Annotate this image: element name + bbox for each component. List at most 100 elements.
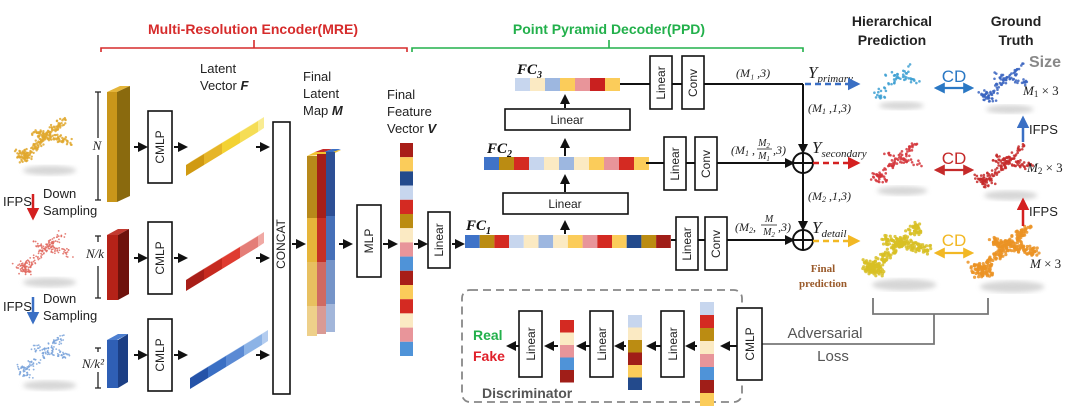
latent-segment-top — [186, 150, 210, 165]
final-feature-vector — [400, 143, 413, 356]
y-detail-label: Ydetail — [812, 218, 847, 240]
shape-primary-reshaped: (M1 ,1,3) — [808, 101, 851, 116]
vector-cell — [560, 370, 574, 383]
vector-cell — [494, 235, 510, 248]
vector-cell — [400, 327, 413, 342]
mre-bracket — [100, 40, 408, 52]
shape-secondary-reshaped: (M2 ,1,3) — [808, 189, 851, 204]
concat-box: CONCAT — [272, 121, 291, 395]
latent-segment-end — [258, 232, 264, 247]
vector-cell — [574, 157, 589, 170]
latent-segment-top — [222, 128, 246, 143]
vector-cell — [400, 256, 413, 271]
latent-segment-top — [222, 243, 246, 258]
svg-text:MLP: MLP — [362, 229, 376, 254]
latent-segment — [208, 356, 226, 378]
linear-box-fc1-fc2: Linear — [502, 192, 629, 215]
svg-text:Conv: Conv — [709, 230, 723, 258]
vector-cell — [544, 157, 559, 170]
vector-cell — [700, 315, 714, 328]
latent-segment-top — [240, 232, 264, 247]
svg-text:Linear: Linear — [680, 227, 694, 260]
y-secondary-label: Ysecondary — [812, 138, 867, 160]
vector-cell — [628, 377, 642, 390]
linear-box-primary: Linear — [649, 55, 673, 110]
vector-cell — [465, 235, 480, 248]
vector-cell — [559, 157, 574, 170]
size-m1: M1 × 3 — [1022, 83, 1059, 99]
vector-cell — [538, 235, 554, 248]
vector-cell — [515, 78, 530, 91]
adversarial-label-l2: Loss — [817, 348, 849, 365]
linear-box-secondary: Linear — [663, 136, 687, 191]
cd-label-primary: CD — [942, 67, 967, 86]
latent-segment-top — [244, 330, 268, 345]
linear-box-enc: Linear — [427, 211, 451, 269]
latent-segment — [222, 132, 240, 154]
vector-cell — [700, 302, 714, 315]
vector-cell — [700, 341, 714, 354]
ground-truth-title-l1: Ground — [991, 13, 1042, 29]
svg-text:CMLP: CMLP — [743, 327, 757, 360]
latent-vector-label-l2: Vector F — [200, 78, 249, 93]
vector-cell — [530, 78, 545, 91]
vector-cell — [560, 357, 574, 370]
svg-text:Conv: Conv — [699, 150, 713, 178]
latent-segment — [186, 269, 204, 291]
down-sampling-label-2-l1: Down — [43, 291, 76, 306]
vector-cell — [560, 78, 575, 91]
y-primary-label: Yprimary — [808, 63, 853, 85]
latent-vector-red — [186, 232, 264, 291]
dim-label-nk2: N/k² — [81, 356, 105, 371]
disc-feature-col-3 — [560, 320, 574, 383]
svg-text:Linear: Linear — [595, 327, 609, 360]
vector-cell — [400, 285, 413, 300]
shape-secondary-tail: ,3) — [773, 143, 786, 157]
latent-segment-top — [240, 117, 264, 132]
vector-cell — [567, 235, 583, 248]
vector-cell — [400, 171, 413, 186]
mre-title: Multi-Resolution Encoder(MRE) — [148, 21, 358, 37]
vector-cell — [400, 185, 413, 200]
input-cloud-full — [13, 116, 77, 176]
latent-segment-top — [226, 341, 250, 356]
conv-box-secondary: Conv — [694, 136, 718, 191]
vector-cell — [628, 327, 642, 340]
svg-text:CMLP: CMLP — [153, 130, 167, 163]
disc-linear-box-2: Linear — [589, 310, 614, 378]
mlp-box: MLP — [356, 204, 382, 278]
cmlp-box-3: CMLP — [147, 318, 173, 392]
vector-cell — [612, 235, 627, 248]
latent-segment — [222, 247, 240, 269]
vector-cell — [400, 313, 413, 328]
input-bar-blue — [107, 334, 128, 388]
conv-box-primary: Conv — [681, 55, 705, 110]
vector-cell — [400, 341, 413, 356]
cmlp-box-2: CMLP — [147, 221, 173, 295]
disc-feature-col-1 — [700, 302, 714, 406]
disc-linear-box-1: Linear — [518, 310, 543, 378]
vector-cell — [560, 345, 574, 358]
latent-segment-top — [204, 254, 228, 269]
vector-cell — [479, 235, 495, 248]
vector-cell — [545, 78, 560, 91]
gt-cloud-primary — [977, 62, 1034, 114]
cd-label-secondary: CD — [942, 149, 967, 168]
input-bar-red — [107, 229, 129, 300]
latent-segment-top — [186, 265, 210, 280]
final-latent-label-l2: Latent — [303, 86, 340, 101]
shape-detail-frac: M — [764, 214, 774, 225]
vector-cell — [700, 354, 714, 367]
ifps-label-gt-2: IFPS — [1029, 204, 1058, 219]
shape-secondary: (M1 , — [731, 143, 755, 158]
input-cloud-k — [11, 229, 77, 288]
final-latent-label-l1: Final — [303, 69, 331, 84]
final-feature-label-l2: Feature — [387, 104, 432, 119]
size-m: M × 3 — [1029, 256, 1061, 271]
vector-cell — [626, 235, 642, 248]
linear-box-fc2-fc3: Linear — [504, 108, 631, 131]
vector-cell — [484, 157, 499, 170]
pred-cloud-secondary — [869, 142, 928, 196]
latent-segment — [240, 121, 258, 143]
adversarial-label-l1: Adversarial — [787, 325, 862, 342]
